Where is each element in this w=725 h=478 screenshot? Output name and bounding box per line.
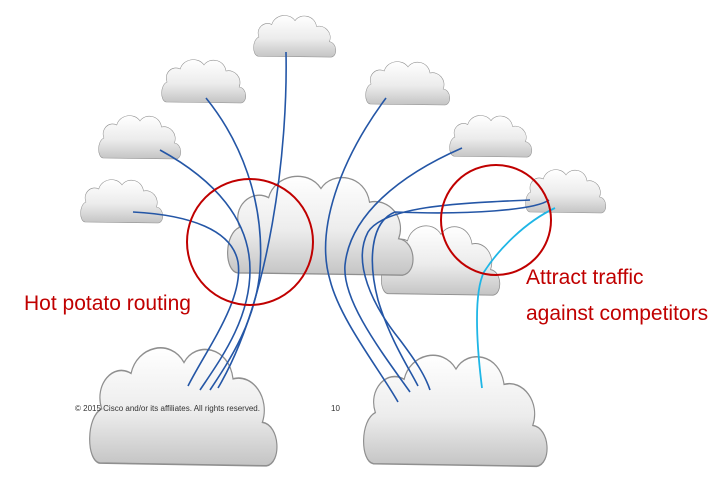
cloud-left <box>98 115 182 160</box>
attract-traffic-label-line2: against competitors <box>526 302 709 325</box>
route-line <box>132 211 240 387</box>
cloud-far-left <box>80 179 164 224</box>
hot-potato-circle <box>186 178 314 306</box>
page-number: 10 <box>331 404 340 413</box>
cloud-upper-right <box>365 61 451 106</box>
route-line <box>205 97 262 391</box>
copyright-footer: © 2015 Cisco and/or its affiliates. All … <box>75 404 260 413</box>
cloud-center <box>226 175 414 276</box>
cloud-top-center <box>253 15 337 58</box>
route-line <box>371 199 550 387</box>
route-line <box>344 147 463 393</box>
attract-traffic-circle <box>440 164 552 276</box>
cloud-upper-left <box>161 59 247 104</box>
attract-traffic-label-line1: Attract traffic <box>526 266 644 289</box>
route-line <box>361 199 531 391</box>
highlight-route <box>476 207 556 389</box>
cloud-right <box>449 115 533 158</box>
route-line <box>159 149 251 391</box>
route-line <box>217 51 287 389</box>
cloud-bottom-right <box>362 354 548 468</box>
hot-potato-label: Hot potato routing <box>24 292 191 315</box>
route-line <box>324 97 399 403</box>
cloud-far-right <box>525 169 607 214</box>
